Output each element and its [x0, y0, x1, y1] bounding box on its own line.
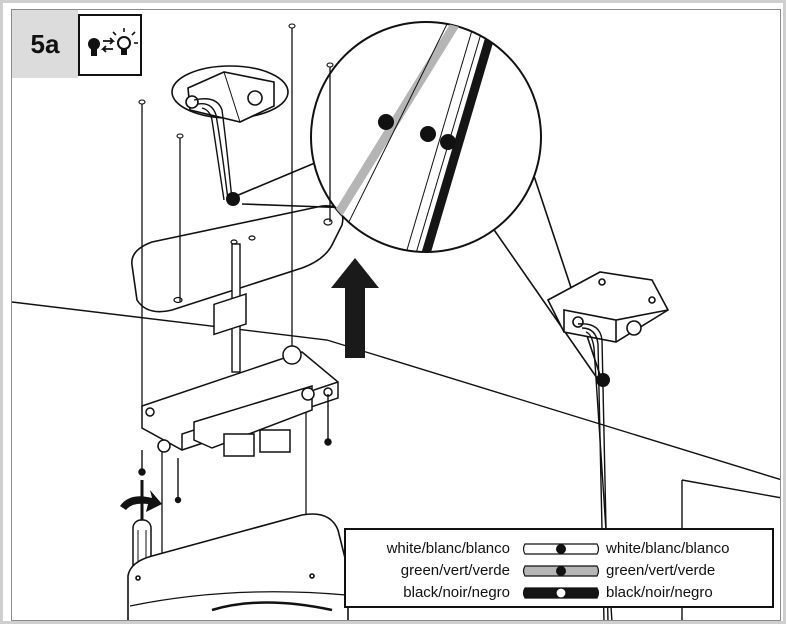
magnifier-callout: [235, 21, 601, 379]
bulb-to-bulb-exchange-icon: [88, 28, 138, 56]
legend-row-green: green/vert/verde green/vert/verde: [346, 560, 772, 582]
right-wire-marker: [596, 373, 610, 387]
legend-label-left: black/noir/negro: [403, 584, 510, 601]
up-arrow-icon: [331, 258, 379, 358]
legend-label-left: white/blanc/blanco: [386, 540, 510, 557]
white-wire-swatch: [522, 543, 600, 555]
luminaire-body: [127, 513, 349, 620]
suspension-cables: [141, 26, 331, 560]
left-wire-marker: [226, 192, 240, 206]
wire-color-legend: white/blanc/blanco white/blanc/blanco gr…: [344, 528, 774, 608]
screws: [138, 394, 332, 504]
legend-label-right: white/blanc/blanco: [606, 540, 730, 557]
cable-caps: [138, 23, 334, 139]
illustration-panel: 5a white/bl: [11, 9, 781, 621]
right-junction-box: [546, 271, 670, 343]
black-wire-swatch: [522, 587, 600, 599]
rotate-arrow-icon: [120, 490, 162, 512]
right-wire-bundle: [577, 323, 613, 620]
legend-label-left: green/vert/verde: [400, 562, 510, 579]
green-wire-swatch: [522, 565, 600, 577]
legend-label-right: black/noir/negro: [606, 584, 713, 601]
installation-drawing: [12, 21, 780, 620]
plate-holes: [173, 218, 333, 304]
legend-row-white: white/blanc/blanco white/blanc/blanco: [346, 538, 772, 560]
left-wire-bundle: [193, 98, 233, 201]
legend-label-right: green/vert/verde: [606, 562, 716, 579]
mode-icon-box: [78, 14, 142, 76]
legend-row-black: black/noir/negro black/noir/negro: [346, 582, 772, 604]
mounting-bracket: [141, 292, 339, 457]
step-label: 5a: [12, 10, 78, 78]
left-junction-box: [171, 65, 289, 123]
